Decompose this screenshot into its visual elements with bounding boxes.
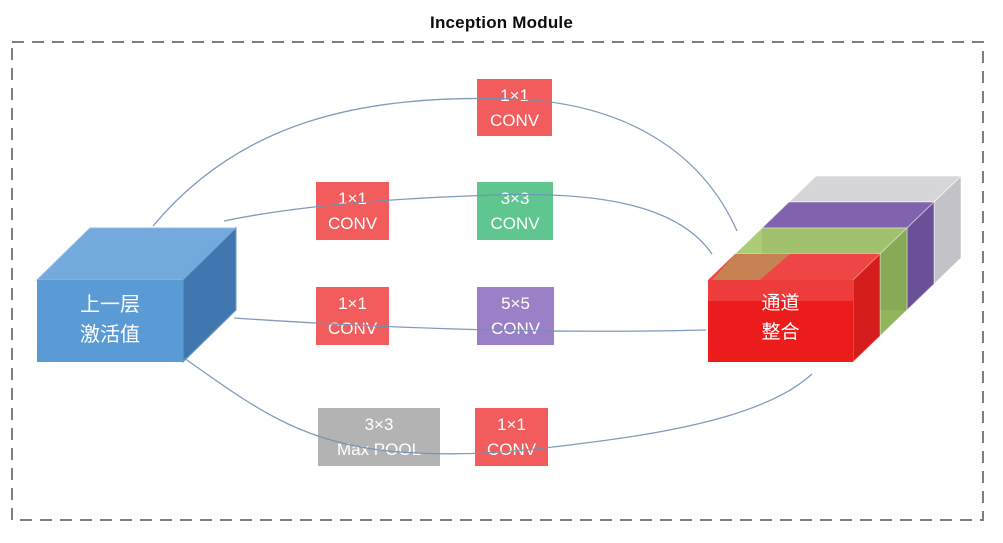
green-slab-side-face (879, 226, 908, 338)
op-type-label: Max POOL (336, 440, 422, 459)
conv-1x1-box-branch2: 1×1 CONV (316, 182, 389, 240)
op-type-label: CONV (490, 319, 541, 338)
conv-1x1-box-branch3: 1×1 CONV (316, 287, 389, 345)
red-slab-side-face (852, 252, 881, 364)
kernel-size-label: 1×1 (338, 189, 367, 208)
kernel-size-label: 1×1 (497, 415, 526, 434)
op-type-label: CONV (327, 214, 378, 233)
branch2-connector (223, 193, 713, 255)
green-slab-top-face (733, 227, 909, 255)
output-block-label: 通道 整合 (708, 287, 853, 349)
kernel-size-label: 1×1 (500, 85, 529, 105)
input-block-top-face (35, 227, 238, 281)
conv-1x1-box-branch4: 1×1 CONV (475, 408, 548, 466)
output-slab-gray (787, 174, 963, 286)
op-type-label: CONV (327, 319, 378, 338)
kernel-size-label: 1×1 (338, 294, 367, 313)
op-type-label: CONV (486, 440, 537, 459)
gray-slab-side-face (933, 174, 962, 286)
page-title: Inception Module (430, 13, 573, 32)
gray-slab-front-face (789, 202, 934, 284)
purple-slab-top-face (760, 201, 936, 229)
output-label-line1: 通道 (761, 293, 800, 314)
kernel-size-label: 3×3 (500, 189, 530, 208)
op-type-label: CONV (489, 110, 540, 130)
kernel-size-label: 3×3 (364, 415, 394, 434)
output-label-line2: 整合 (761, 322, 800, 343)
input-block-label: 上一层 激活值 (37, 287, 183, 353)
op-type-label: CONV (490, 214, 540, 233)
conv-5x5-box-branch3: 5×5 CONV (477, 287, 554, 345)
input-label-line1: 上一层 (80, 294, 140, 316)
red-slab-top-face (708, 254, 880, 280)
gray-slab-top-face (787, 175, 963, 203)
green-transparency-overlap (712, 254, 790, 280)
input-block-side-face (182, 226, 237, 364)
conv-1x1-box-branch1: 1×1 CONV (477, 79, 552, 136)
conv-3x3-box-branch2: 3×3 CONV (477, 182, 553, 240)
input-label-line2: 激活值 (80, 324, 140, 346)
kernel-size-label: 5×5 (501, 294, 530, 313)
branch3-connector (233, 317, 707, 332)
maxpool-3x3-box-branch4: 3×3 Max POOL (318, 408, 440, 466)
purple-slab-side-face (906, 200, 935, 312)
branch1-connector (152, 97, 738, 232)
